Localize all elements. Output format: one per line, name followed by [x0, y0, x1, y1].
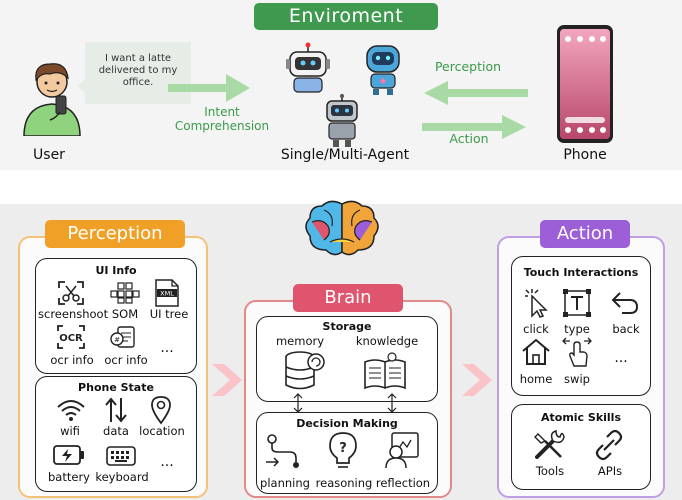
phone-state-item-data: data	[103, 424, 129, 438]
perception-arrow-label: Perception	[434, 59, 502, 74]
ui-info-item-ocr-info-2: ocr info	[104, 353, 148, 367]
api-link-icon	[595, 429, 623, 461]
brain-icon	[305, 200, 379, 256]
intent-comprehension-label: Intent Comprehension	[174, 105, 270, 133]
phone-state-item-battery: battery	[48, 470, 90, 484]
xml-file-icon: XML	[155, 279, 179, 307]
decision-item-reflection: reflection	[375, 476, 431, 490]
speech-bubble-tail	[77, 78, 87, 94]
touch-item-back: back	[612, 322, 640, 336]
decision-making-title: Decision Making	[296, 417, 398, 430]
svg-text:?: ?	[339, 441, 347, 456]
phone-state-item-more: ...	[160, 454, 174, 470]
back-arrow-icon	[611, 292, 639, 314]
knowledge-decision-connector	[387, 393, 397, 413]
phone-icon	[557, 25, 613, 143]
knowledge-book-icon	[364, 352, 406, 390]
action-arrow-label: Action	[449, 131, 489, 146]
type-text-icon	[563, 289, 591, 317]
agent-robot-blue-icon	[366, 45, 400, 95]
ui-info-item-ocr-info: ocr info	[50, 353, 94, 367]
planning-flow-icon	[266, 434, 299, 468]
phone-label: Phone	[563, 147, 607, 163]
user-icon	[23, 63, 81, 136]
memory-database-icon	[285, 351, 325, 390]
action-title: Action	[540, 220, 630, 248]
touch-item-more: ...	[614, 350, 628, 366]
location-pin-icon	[151, 396, 171, 425]
tools-icon	[534, 430, 565, 459]
ui-info-item-screenshoot: screenshoot	[38, 307, 109, 321]
ui-info-box	[35, 258, 197, 374]
touch-item-type: type	[564, 322, 590, 336]
storage-title: Storage	[322, 320, 372, 333]
atomic-item-tools: Tools	[535, 464, 565, 478]
decision-item-planning: planning	[260, 476, 310, 490]
memory-decision-connector	[293, 393, 303, 413]
keyboard-icon	[106, 446, 136, 466]
action-arrow	[422, 115, 526, 139]
home-icon	[522, 338, 550, 365]
decision-item-reasoning: reasoning	[315, 476, 373, 490]
svg-text:OCR: OCR	[59, 333, 83, 344]
ui-info-item-more: ...	[160, 340, 174, 356]
touch-item-swip: swip	[564, 372, 590, 386]
atomic-skills-title: Atomic Skills	[540, 411, 621, 424]
ocr-icon: OCR	[57, 325, 85, 349]
phone-state-box	[35, 376, 197, 492]
ui-info-item-som: SOM	[111, 307, 139, 321]
data-arrows-icon	[105, 397, 127, 423]
swipe-hand-icon	[562, 337, 592, 367]
speech-bubble: I want a latte delivered to my office.	[85, 42, 191, 104]
atomic-item-apis: APIs	[597, 464, 623, 478]
phone-state-item-wifi: wifi	[60, 424, 80, 438]
ocr-document-icon: #	[110, 326, 135, 348]
storage-item-knowledge: knowledge	[355, 334, 419, 348]
storage-item-memory: memory	[275, 334, 325, 348]
wifi-icon	[57, 400, 85, 421]
touch-interactions-box	[511, 256, 651, 396]
user-label: User	[33, 147, 65, 163]
screenshot-scissors-icon	[58, 281, 84, 305]
phone-state-title: Phone State	[78, 381, 154, 394]
reflection-icon	[385, 432, 419, 469]
phone-state-item-keyboard: keyboard	[95, 470, 149, 484]
touch-item-click: click	[523, 322, 549, 336]
environment-title: Enviroment	[254, 3, 438, 30]
perception-title: Perception	[45, 220, 185, 248]
svg-text:XML: XML	[160, 290, 174, 298]
click-cursor-icon	[525, 289, 548, 318]
svg-text:#: #	[114, 336, 120, 344]
intent-arrow	[168, 74, 250, 102]
brain-to-action-arrow	[462, 364, 492, 396]
battery-icon	[53, 445, 84, 465]
agent-label: Single/Multi-Agent	[280, 147, 410, 163]
som-grid-icon	[110, 282, 140, 304]
touch-item-home: home	[519, 372, 553, 386]
ui-info-title: UI Info	[95, 264, 137, 277]
reasoning-bulb-icon: ?	[329, 432, 357, 468]
touch-interactions-title: Touch Interactions	[523, 266, 639, 279]
atomic-skills-box	[511, 404, 651, 490]
agent-robot-icon	[286, 42, 330, 93]
perception-to-brain-arrow	[212, 364, 242, 396]
brain-title: Brain	[293, 284, 403, 312]
ui-info-item-ui-tree: UI tree	[149, 307, 189, 321]
perception-arrow	[424, 81, 528, 105]
phone-state-item-location: location	[139, 424, 185, 438]
agent-robot-gray-icon	[326, 94, 358, 147]
